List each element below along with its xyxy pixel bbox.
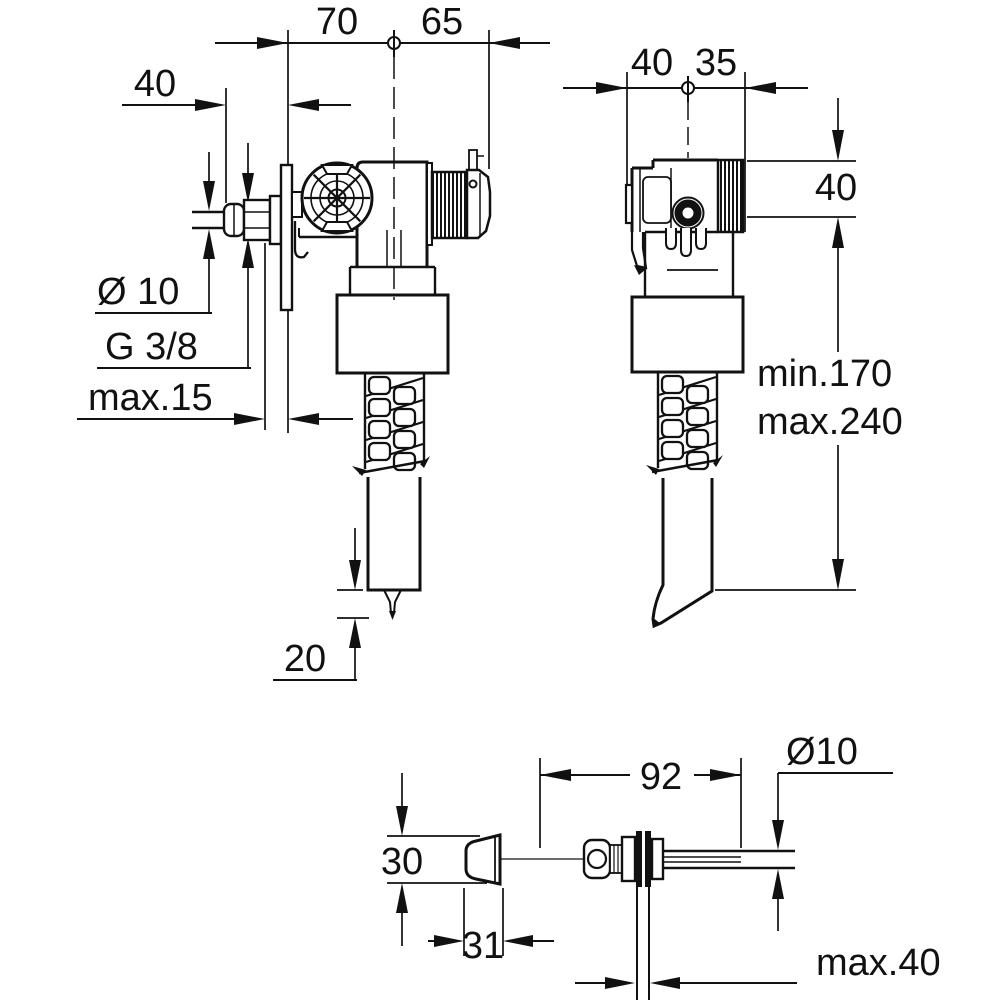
dimension-pipe-diameter: Ø 10 (95, 152, 215, 314)
dimension-float-height: 30 (381, 773, 487, 946)
dimension-nozzle-length: 20 (273, 528, 369, 681)
dim-label-front-span-right: 35 (695, 42, 737, 84)
seal-ring (645, 831, 651, 887)
mounting-block (335, 293, 450, 375)
clip-hook (293, 221, 309, 259)
dimension-rod-diameter: Ø10 (772, 731, 893, 931)
adjuster-knob (430, 170, 469, 240)
dim-label-front-span-left: 40 (631, 42, 673, 84)
prong (680, 228, 692, 258)
cartridge (642, 176, 672, 224)
dimension-top-span-front: 40 35 (563, 42, 808, 232)
dimension-wall-thickness: max.15 (77, 243, 353, 430)
float-rod-assembly (464, 831, 795, 1000)
end-cap (465, 149, 492, 240)
cap-screw-icon (468, 179, 478, 189)
side-view: 70 65 40 Ø 10 G 3/8 (77, 1, 550, 681)
dim-label-length-min: min.170 (757, 353, 892, 395)
front-view: 40 35 40 min.170 max.240 (563, 42, 903, 629)
dim-label-span-right: 65 (421, 1, 463, 43)
dim-label-head-height: 40 (815, 167, 857, 209)
telescopic-spring (646, 372, 723, 475)
float-cone (464, 833, 502, 886)
dim-label-float-height: 30 (381, 841, 423, 883)
dim-label-rod-length: 92 (640, 756, 682, 798)
adjuster-knob (716, 158, 745, 234)
washer (268, 194, 283, 246)
cap-pin (468, 149, 478, 171)
inlet-pipe (192, 210, 224, 230)
prong (695, 228, 707, 251)
mounting-block (630, 295, 745, 374)
left-boot (630, 232, 648, 270)
float-rod-view: 92 Ø10 30 31 (381, 731, 941, 1000)
collar (620, 835, 637, 883)
side-valve-body (192, 57, 492, 620)
dim-label-inlet-length: 40 (134, 63, 176, 105)
dimension-adjust-max: max.40 (575, 942, 941, 989)
flow-wheel (300, 161, 374, 235)
dimension-inlet-length: 40 (122, 63, 351, 203)
dim-label-float-width: 31 (462, 925, 504, 967)
dim-label-wall-thickness: max.15 (88, 377, 213, 419)
outlet-tube (366, 477, 422, 592)
prong (665, 228, 677, 251)
dim-label-length-max: max.240 (757, 401, 903, 443)
seal-ring (636, 831, 642, 887)
dim-label-nozzle-length: 20 (284, 638, 326, 680)
dim-label-pipe-diameter: Ø 10 (97, 271, 179, 313)
front-valve-body (624, 158, 745, 629)
dimension-top-span: 70 65 (215, 1, 550, 433)
collar (650, 837, 665, 881)
bracket (291, 191, 303, 218)
dim-label-rod-diameter: Ø10 (786, 731, 858, 773)
threaded-shank (242, 198, 272, 242)
dim-label-thread: G 3/8 (105, 326, 198, 368)
threaded-rod (663, 849, 795, 870)
telescopic-spring (352, 373, 430, 476)
outlet-tube-foot (651, 478, 714, 629)
dimension-float-width: 31 (428, 888, 554, 967)
dim-label-adjust-max: max.40 (816, 942, 941, 984)
outlet-nozzle (383, 589, 402, 620)
dim-label-span-left: 70 (316, 1, 358, 43)
side-plate (624, 183, 634, 225)
mounting-plate (279, 163, 294, 312)
dimension-rod-length: 92 (539, 756, 742, 848)
dimension-thread: G 3/8 (97, 143, 254, 369)
ball-joint (586, 848, 608, 870)
dimension-height: 40 min.170 max.240 (715, 98, 903, 591)
